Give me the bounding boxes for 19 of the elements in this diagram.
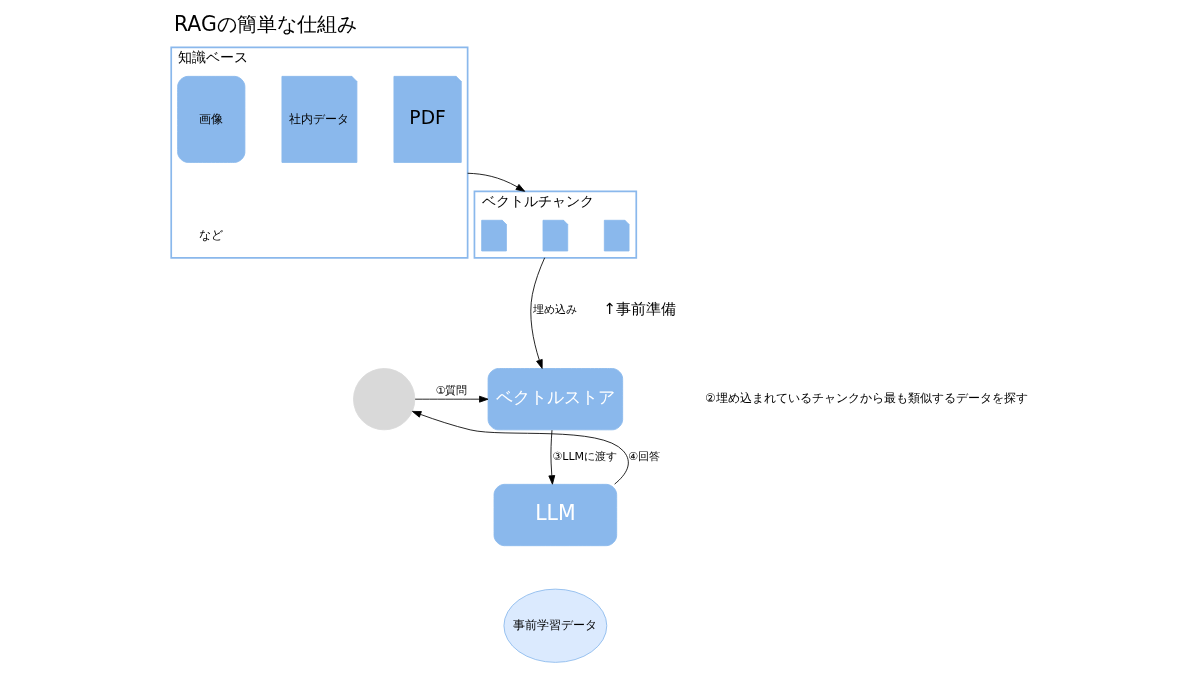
label: など [198, 227, 223, 242]
arrow [466, 172, 525, 192]
node-person [352, 368, 415, 431]
edge-label: ①質問 [434, 383, 467, 397]
arrow [411, 410, 629, 485]
label: ↑事前準備 [602, 299, 676, 318]
arrow [529, 257, 545, 369]
label: ②埋め込まれているチャンクから最も類似するデータを探す [704, 391, 1028, 406]
arrow [547, 429, 555, 485]
edge-label: ③LLMに渡す [551, 449, 617, 463]
cluster: ベクトルチャンク [473, 190, 637, 259]
node-box: LLM [493, 483, 617, 547]
diagram-title: RAGの簡単な仕組み [173, 12, 357, 37]
arrow [414, 395, 488, 403]
node-box: ベクトルストア [487, 368, 623, 431]
node-ellipse: 事前学習データ [503, 588, 607, 663]
node-box: 画像 [176, 75, 245, 163]
edge-label: ④回答 [627, 449, 660, 463]
edge-label: 埋め込み [532, 302, 577, 316]
